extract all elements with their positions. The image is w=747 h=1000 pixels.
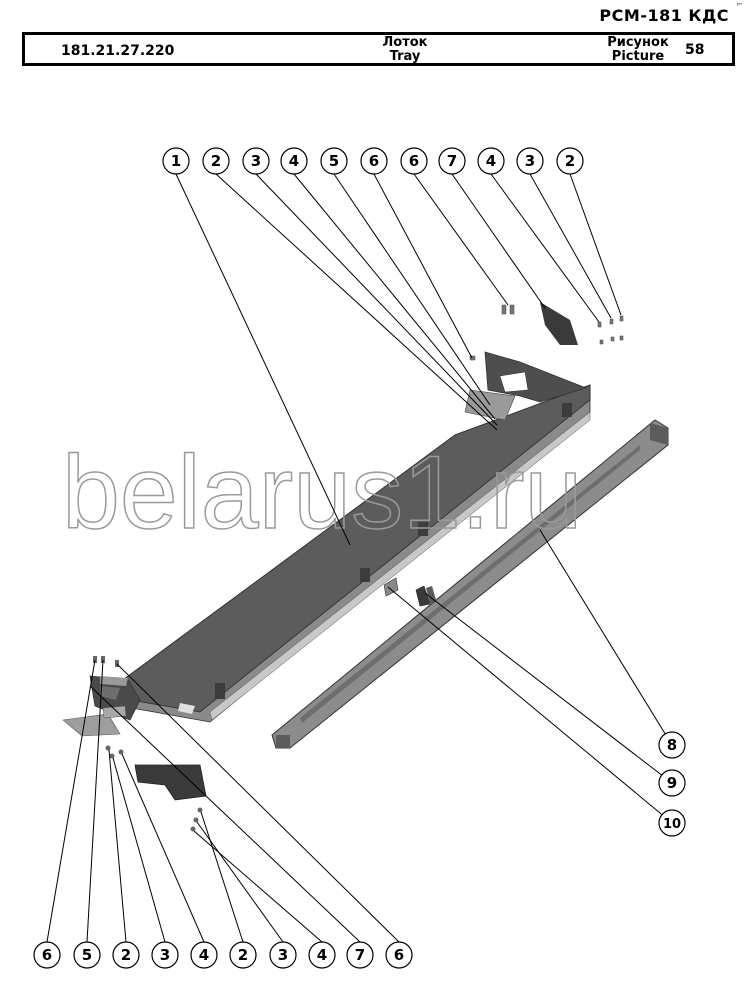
- picture-number: 58: [685, 42, 705, 58]
- end-bracket-left: [62, 656, 207, 832]
- callouts-bottom: 6 5 2 3 4 2 3 4 7 6: [33, 941, 413, 969]
- picture-label-ru: Рисунок: [607, 35, 669, 50]
- picture-label-en: Picture: [611, 49, 665, 64]
- callout: 7: [438, 147, 466, 175]
- callout-label: 10: [663, 817, 681, 832]
- callout-label: 4: [289, 152, 299, 170]
- leader-lines: [46, 173, 673, 943]
- callout: 1: [162, 147, 190, 175]
- watermark: belarus1.ru: [62, 435, 582, 551]
- model-designation: РСМ-181 КДС: [599, 6, 729, 25]
- callout: 4: [190, 941, 218, 969]
- callout: 3: [242, 147, 270, 175]
- callout-label: 4: [486, 152, 496, 170]
- callout-label: 2: [238, 946, 248, 964]
- clip-parts: [383, 577, 436, 607]
- callout-label: 7: [447, 152, 457, 170]
- callout-label: 6: [42, 946, 52, 964]
- callout: 6: [385, 941, 413, 969]
- part-title-en: Tray: [389, 49, 421, 64]
- callout: 8: [658, 731, 686, 759]
- callout-label: 5: [329, 152, 339, 170]
- callout: 5: [73, 941, 101, 969]
- callout-label: 3: [525, 152, 535, 170]
- tray-body: [119, 384, 591, 723]
- callout-label: 2: [211, 152, 221, 170]
- callout-label: 2: [121, 946, 131, 964]
- callouts-right: 8 9 10: [658, 731, 686, 837]
- callout-label: 5: [82, 946, 92, 964]
- part-title-ru: Лоток: [382, 35, 428, 50]
- callout-label: 4: [317, 946, 327, 964]
- callout-label: 8: [667, 736, 677, 754]
- callout-label: 2: [565, 152, 575, 170]
- callout: 2: [229, 941, 257, 969]
- part-title: Лоток Tray: [365, 36, 445, 64]
- cover-plate: [540, 302, 578, 345]
- picture-label: Рисунок Picture: [603, 36, 673, 64]
- callout-label: 1: [171, 152, 181, 170]
- part-code: 181.21.27.220: [61, 43, 175, 59]
- title-block: 181.21.27.220 Лоток Tray Рисунок Picture…: [22, 32, 735, 66]
- callout: 9: [658, 769, 686, 797]
- callout-label: 3: [160, 946, 170, 964]
- callout: 2: [112, 941, 140, 969]
- callouts-top: 1 2 3 4 5 6 6 7 4 3 2: [162, 147, 584, 175]
- callout-label: 9: [667, 774, 677, 792]
- callout-label: 6: [409, 152, 419, 170]
- callout: 4: [308, 941, 336, 969]
- callout: 6: [400, 147, 428, 175]
- callout-label: 6: [369, 152, 379, 170]
- callout: 4: [477, 147, 505, 175]
- callout: 4: [280, 147, 308, 175]
- callout: 3: [516, 147, 544, 175]
- callout-label: 3: [251, 152, 261, 170]
- callout: 3: [269, 941, 297, 969]
- callout-label: 7: [355, 946, 365, 964]
- callout: 5: [320, 147, 348, 175]
- callout: 2: [556, 147, 584, 175]
- callout: 6: [360, 147, 388, 175]
- callout: 6: [33, 941, 61, 969]
- callout-label: 3: [278, 946, 288, 964]
- callout-label: 6: [394, 946, 404, 964]
- callout: 10: [658, 809, 686, 837]
- callout: 7: [346, 941, 374, 969]
- corner-mark: ⌐: [736, 0, 743, 9]
- callout: 2: [202, 147, 230, 175]
- top-fasteners: [469, 304, 624, 361]
- side-rail: [271, 419, 669, 749]
- callout-label: 4: [199, 946, 209, 964]
- callout: 3: [151, 941, 179, 969]
